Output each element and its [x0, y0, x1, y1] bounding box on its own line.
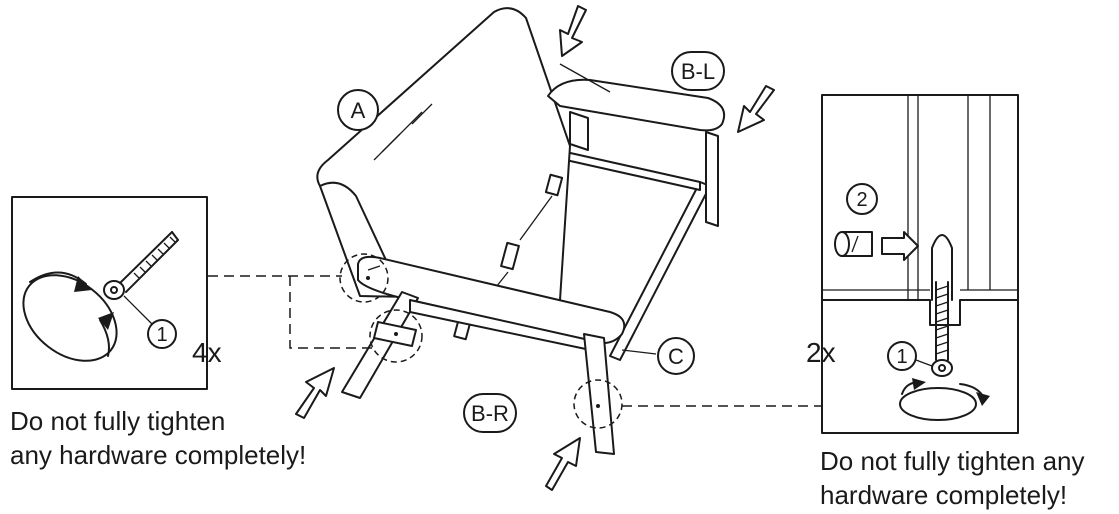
bolt-number-right: 1	[896, 346, 907, 368]
label-c-callout: C	[621, 337, 695, 375]
bolt-number-badge-right	[887, 341, 917, 371]
right-detail-frame	[821, 94, 1019, 434]
right-note-line2: hardware completely!	[820, 480, 1068, 510]
leader-line-left-bottom	[289, 276, 372, 349]
label-a: A	[351, 98, 366, 123]
direction-arrow-icon	[295, 367, 335, 419]
front-leg-left	[341, 291, 419, 399]
bolt-number-badge	[147, 319, 177, 349]
detail-circle-leg-right	[573, 379, 623, 429]
hinge-icon	[500, 241, 520, 271]
part-a-seat-back	[316, 7, 571, 301]
left-detail-panel: 1 4x	[11, 196, 222, 390]
chair-assembly	[316, 7, 726, 455]
direction-arrow-icon	[545, 437, 581, 491]
label-bl: B-L	[681, 59, 715, 84]
right-note-line1: Do not fully tighten any	[820, 446, 1085, 476]
barrel-nut-number: 2	[856, 189, 867, 211]
direction-arrow-icon	[559, 5, 587, 57]
bolt-icon	[103, 231, 179, 300]
part-c-rail	[609, 181, 711, 361]
label-bl-callout: B-L	[671, 51, 725, 91]
direction-arrow-icon	[737, 85, 775, 133]
label-br-callout: B-R	[463, 393, 517, 433]
left-warning-note: Do not fully tighten any hardware comple…	[10, 404, 306, 472]
bolt-vertical-icon	[931, 281, 953, 377]
right-quantity-label: 2x	[806, 337, 836, 368]
left-quantity-label: 4x	[192, 337, 222, 368]
left-note-line1: Do not fully tighten	[10, 406, 226, 436]
bolt-number-left: 1	[156, 324, 167, 346]
tightening-disk-icon	[22, 271, 118, 362]
barrel-nut-number-badge	[846, 183, 878, 215]
detail-circle-leg	[369, 309, 423, 363]
hinge-icon	[544, 173, 564, 197]
front-leg-right	[583, 333, 615, 455]
label-a-callout: A	[337, 89, 379, 131]
insert-arrow-icon	[881, 231, 919, 261]
part-bl-arm	[547, 78, 726, 132]
left-detail-frame	[11, 196, 208, 390]
detail-circle-arm	[339, 253, 389, 303]
tightening-disk-icon-right	[899, 378, 990, 421]
right-warning-note: Do not fully tighten any hardware comple…	[820, 444, 1085, 512]
label-c: C	[668, 344, 684, 369]
barrel-nut-icon	[834, 231, 873, 257]
left-note-line2: any hardware completely!	[10, 440, 307, 470]
right-detail-panel: 2 1 2x	[806, 94, 1019, 434]
label-br: B-R	[471, 401, 509, 426]
bolt-leader-line	[123, 295, 153, 325]
